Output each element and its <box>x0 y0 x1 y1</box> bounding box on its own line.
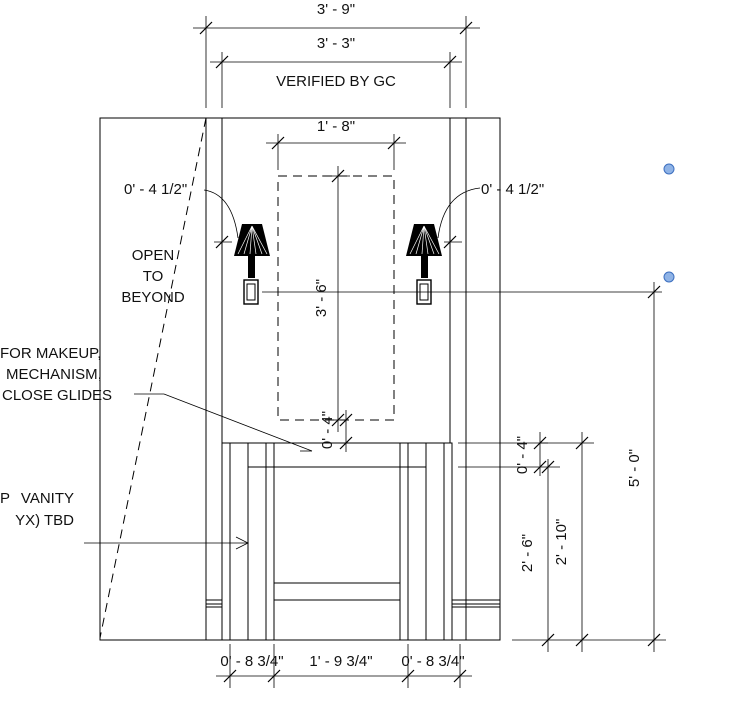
dim-mirror-width <box>266 134 406 170</box>
drawer-note-line3: CLOSE GLIDES <box>2 387 112 404</box>
sconce-left-icon <box>234 224 270 305</box>
dim-sconce-height <box>594 282 666 652</box>
sconce-offset-left-leader <box>203 189 239 249</box>
dim-bottom-center-label: 1' - 9 3/4" <box>309 653 372 670</box>
sconce-offset-right-label: 0' - 4 1/2" <box>481 181 544 198</box>
dim-overall-width <box>193 16 480 108</box>
dim-bottom-chain <box>216 644 472 688</box>
dim-bottom-right-label: 0' - 8 3/4" <box>401 653 464 670</box>
grip-handle-upper[interactable] <box>663 163 675 175</box>
dim-bottom-left-label: 0' - 8 3/4" <box>220 653 283 670</box>
vanity-note-line2: YX) TBD <box>15 512 74 529</box>
mirror-outline <box>277 175 395 421</box>
dim-counter-height-label: 2' - 10" <box>553 519 570 566</box>
sconce-offset-right-leader <box>437 187 481 249</box>
dim-overall-width-label: 3' - 9" <box>317 1 355 18</box>
dim-counter-thickness <box>458 432 560 476</box>
vanity-cabinet <box>221 442 453 641</box>
sconce-right-icon <box>406 224 442 305</box>
vanity-note-leader <box>84 536 249 550</box>
open-note-line3: BEYOND <box>121 289 185 306</box>
dim-vanity-height-label: 2' - 6" <box>519 534 536 572</box>
dim-mirror-width-label: 1' - 8" <box>317 118 355 135</box>
vanity-note-fragment: P <box>0 490 10 507</box>
open-note-line2: TO <box>143 268 164 285</box>
dim-inner-width <box>210 52 462 108</box>
dim-counter-height <box>540 432 594 652</box>
dim-mirror-gap <box>336 410 358 452</box>
dim-counter-thickness-label: 0' - 4" <box>514 436 531 474</box>
drawer-note-line2: MECHANISM, <box>6 366 102 383</box>
dim-mirror-height-label: 3' - 6" <box>313 279 330 317</box>
sconce-offset-left-label: 0' - 4 1/2" <box>124 181 187 198</box>
dim-mirror-gap-label: 0' - 4" <box>319 411 336 449</box>
dim-sconce-height-label: 5' - 0" <box>626 449 643 487</box>
drawer-note-line1: FOR MAKEUP, <box>0 345 101 362</box>
drawer-note-leader <box>134 393 313 452</box>
dim-inner-width-label: 3' - 3" <box>317 35 355 52</box>
dim-vanity-height <box>512 459 560 652</box>
verified-note: VERIFIED BY GC <box>276 73 396 90</box>
base-trim <box>206 599 500 608</box>
dim-mirror-height <box>322 166 350 432</box>
grip-handle-lower[interactable] <box>663 271 675 283</box>
open-note-line1: OPEN <box>132 247 175 264</box>
vanity-note-line1: VANITY <box>21 490 74 507</box>
open-to-beyond-dashed-line <box>99 117 207 639</box>
